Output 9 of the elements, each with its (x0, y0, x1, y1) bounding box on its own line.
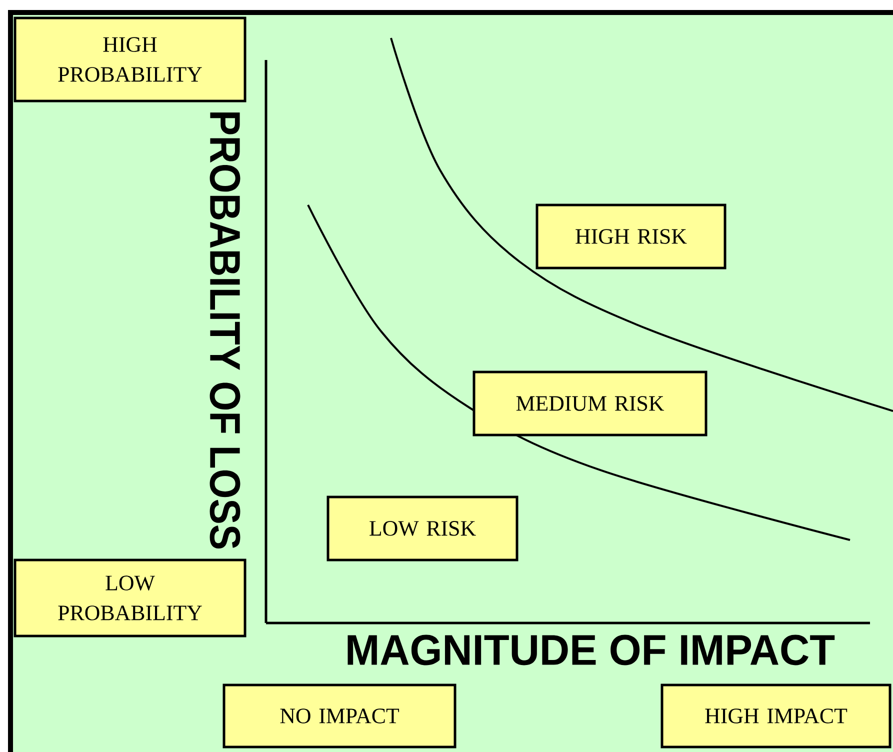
label-box: HIGH PROBABILITY (14, 16, 246, 102)
label-box: LOW RISK (326, 496, 518, 562)
label-box: LOW PROBABILITY (14, 558, 246, 638)
axis-title: MAGNITUDE OF IMPACT (348, 634, 835, 666)
axis-title: PROBABILITY OF LOSS (210, 112, 240, 548)
label-box: HIGH IMPACT (660, 684, 892, 748)
label-box: MEDIUM RISK (472, 370, 708, 436)
label-box: NO IMPACT (222, 684, 456, 748)
label-box: HIGH RISK (536, 204, 726, 270)
